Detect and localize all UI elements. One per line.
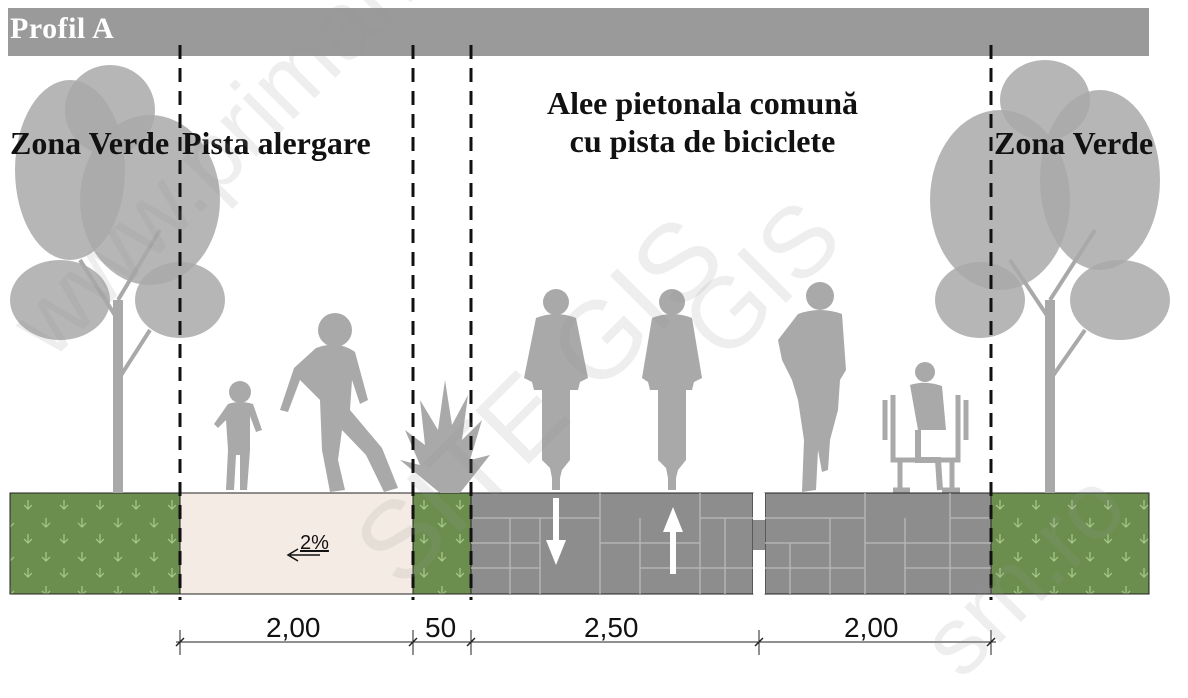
page-title: Profil A <box>10 12 115 45</box>
zone-separators <box>178 45 993 600</box>
running-track-label: Pista alergare <box>182 125 371 161</box>
wheelchair-user-icon <box>882 362 969 493</box>
cyclist-icon <box>524 289 588 490</box>
left-green-strip <box>9 492 181 595</box>
slope-arrow-icon <box>286 548 320 562</box>
arrow-up-icon <box>663 507 683 574</box>
dimension-line <box>175 630 996 655</box>
left-green-zone-label: Zona Verde <box>10 125 170 161</box>
running-track-strip <box>179 492 414 595</box>
dimension-middle-green: 50 <box>425 612 457 643</box>
pedestrian-icon <box>778 282 846 492</box>
shared-path-label-line1: Alee pietonala comună <box>546 85 859 121</box>
right-green-zone-label: Zona Verde <box>994 125 1154 161</box>
shared-path-label: Alee pietonala comună cu pista de bicicl… <box>480 84 925 161</box>
diagram-svg <box>9 45 1170 655</box>
dimension-shared-path: 2,50 <box>584 612 639 643</box>
child-icon <box>214 381 262 490</box>
tree-icon <box>930 60 1170 493</box>
pavement-joints <box>471 493 991 594</box>
dimension-right-section: 2,00 <box>844 612 899 643</box>
middle-green-strip <box>412 492 472 595</box>
right-green-strip <box>990 492 1150 595</box>
shrub-icon <box>400 380 490 493</box>
skater-icon <box>280 313 398 492</box>
title-bar <box>8 8 1149 56</box>
cyclist-icon <box>642 289 702 490</box>
arrow-down-icon <box>546 498 566 565</box>
dimension-running-track: 2,00 <box>266 612 321 643</box>
slope-label: 2% <box>300 532 329 554</box>
shared-path-label-line2: cu pista de biciclete <box>569 123 836 160</box>
